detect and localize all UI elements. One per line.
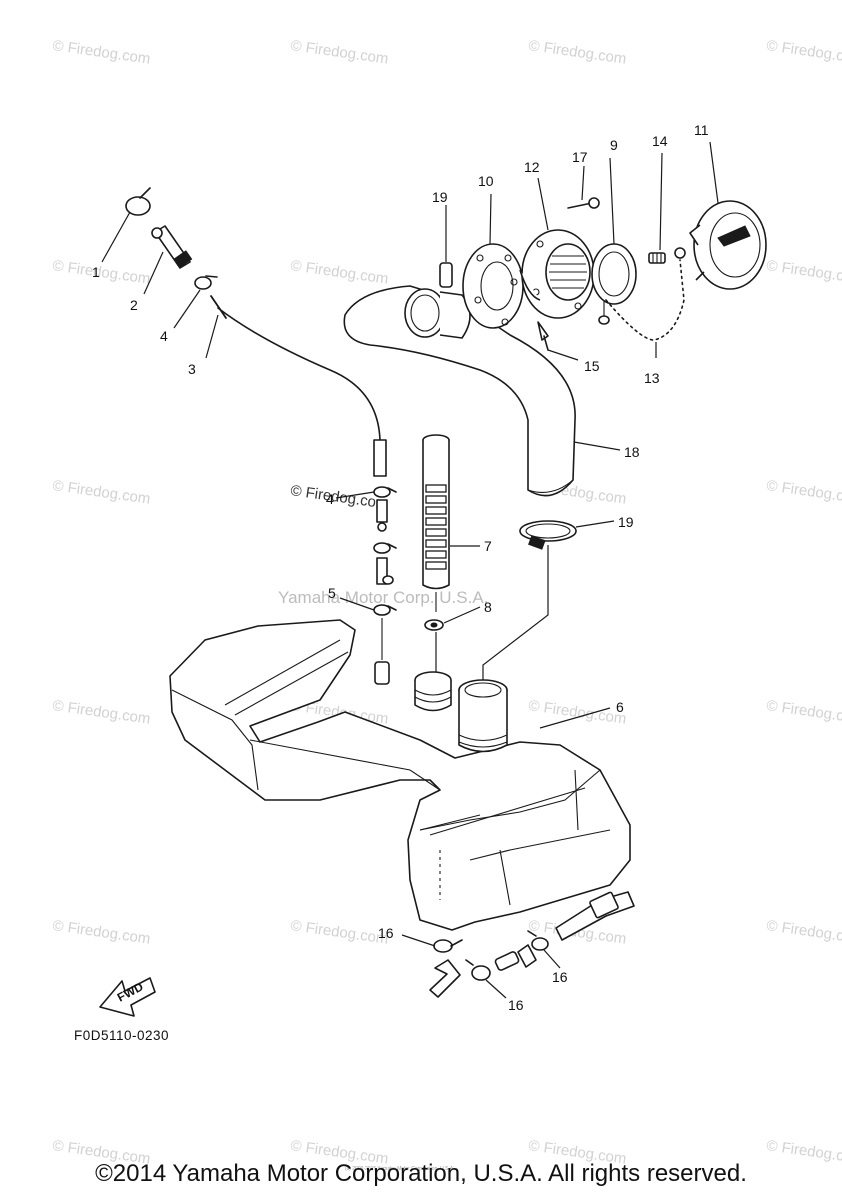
watermark: © Firedog.com [289, 917, 389, 948]
fuel-strainer [422, 434, 450, 631]
label-part-8: 8 [484, 599, 492, 615]
tank-vent-neck [414, 671, 452, 712]
label-part-14: 14 [652, 133, 668, 149]
label-part-18: 18 [624, 444, 640, 460]
center-watermark: Yamaha Motor Corp. U.S.A. [278, 588, 488, 607]
label-part-16c: 16 [508, 997, 524, 1013]
label-part-7: 7 [484, 538, 492, 554]
label-part-1: 1 [92, 264, 100, 280]
label-part-2: 2 [130, 297, 138, 313]
label-part-13: 13 [644, 370, 660, 386]
watermark: © Firedog.com [765, 257, 842, 288]
label-part-5: 5 [328, 585, 336, 601]
diagram-code: F0D5110-0230 [74, 1028, 169, 1043]
label-part-9: 9 [610, 137, 618, 153]
vent-hose-stack [373, 486, 397, 685]
label-part-11: 11 [694, 122, 709, 138]
label-part-4b: 4 [326, 491, 334, 507]
watermark: © Firedog.com [765, 37, 842, 68]
fuel-tank [169, 619, 631, 931]
watermark: © Firedog.com [765, 697, 842, 728]
label-part-19a: 19 [432, 189, 448, 205]
watermark: © Firedog.com [765, 917, 842, 948]
hose-clamp-lower [519, 520, 577, 550]
watermark: © Firedog.com [289, 257, 389, 288]
watermark: © Firedog.com [51, 257, 151, 288]
filler-assembly [404, 197, 767, 351]
watermark: © Firedog.com [51, 477, 151, 508]
fwd-direction-arrow: FWD [99, 977, 156, 1017]
watermark: © Firedog.com [765, 477, 842, 508]
label-part-10: 10 [478, 173, 494, 189]
watermark: © Firedog.com [51, 917, 151, 948]
tank-filler-neck [458, 679, 508, 753]
label-part-16b: 16 [552, 969, 568, 985]
fuel-hose-assembly [125, 187, 387, 477]
watermark: © Firedog.com [527, 37, 627, 68]
label-part-6: 6 [616, 699, 624, 715]
watermark: © Firedog.com [51, 37, 151, 68]
label-part-12: 12 [524, 159, 540, 175]
tiny-copyright: (c) 2000-2015 Yamaha Motor Corporation, … [345, 1166, 455, 1172]
bottom-fittings [429, 891, 635, 998]
label-part-4: 4 [160, 328, 168, 344]
watermark: © Firedog.com [289, 37, 389, 68]
watermark: © Firedog.com [527, 697, 627, 728]
copyright-footer: ©2014 Yamaha Motor Corporation, U.S.A. A… [95, 1160, 747, 1187]
watermark: © Firedog.com [51, 697, 151, 728]
part-number-labels: 1 2 3 4 4 5 6 7 8 9 10 11 12 13 14 15 16… [92, 122, 709, 1013]
label-part-3: 3 [188, 361, 196, 377]
label-part-16a: 16 [378, 925, 394, 941]
label-part-17: 17 [572, 149, 588, 165]
label-part-19b: 19 [618, 514, 634, 530]
leader-lines [101, 141, 719, 999]
label-part-15: 15 [584, 358, 600, 374]
